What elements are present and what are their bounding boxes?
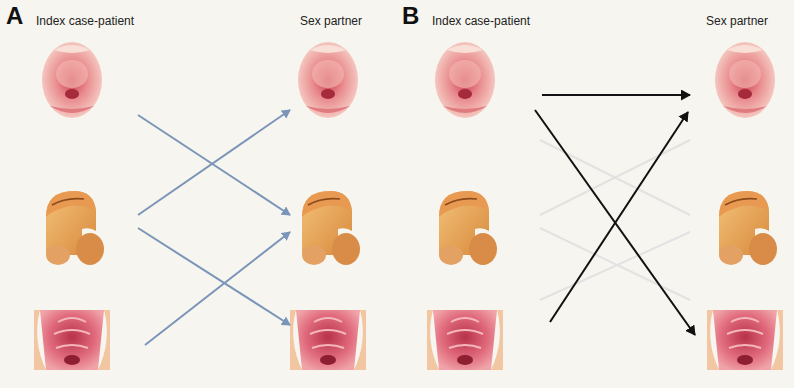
column-heading: Sex partner (300, 14, 362, 28)
column-heading: Index case-patient (36, 14, 134, 28)
column-heading: Index case-patient (432, 14, 530, 28)
panel-letter: B (402, 2, 419, 30)
column-heading: Sex partner (706, 14, 768, 28)
panel-letter: A (6, 2, 23, 30)
